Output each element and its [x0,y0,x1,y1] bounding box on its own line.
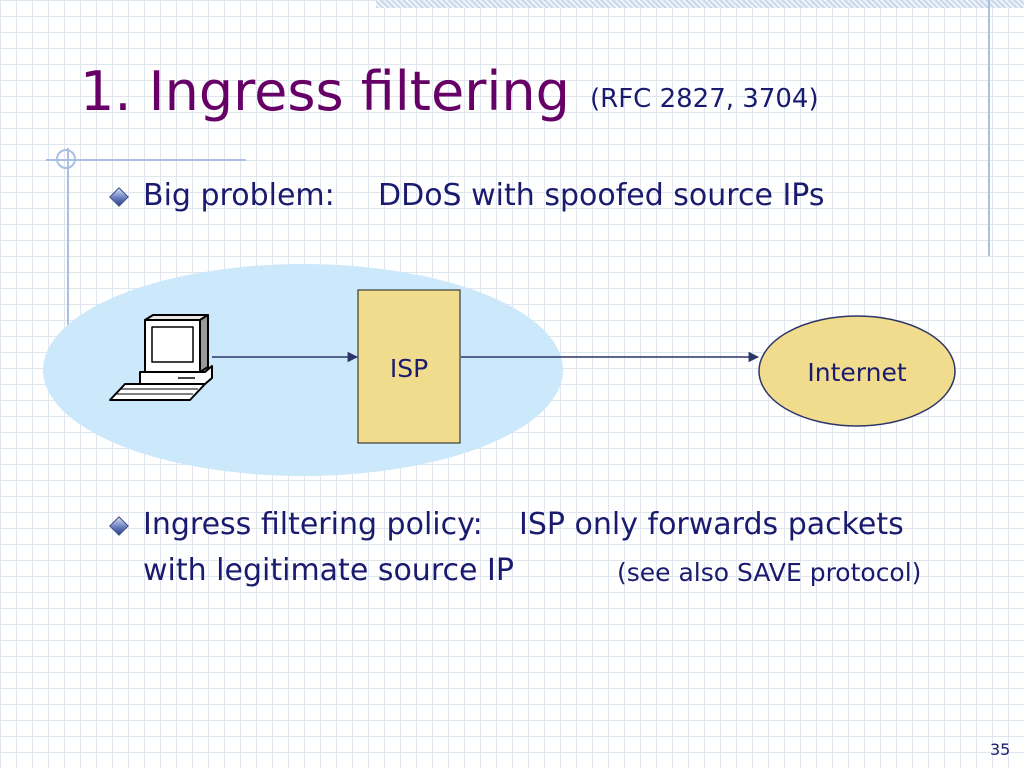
bullet-2-label: Ingress filtering policy: [143,507,483,542]
bullet-1-label: Big problem: [143,178,335,213]
top-decoration-band [376,0,1024,8]
page-number: 35 [990,740,1011,759]
bullet-2-text: ISP only forwards packets [519,507,904,542]
bullet-2-line2: with legitimate source IP [143,553,514,588]
slide-title: 1. Ingress filtering [80,60,570,123]
title-rule-circle [56,149,76,169]
customer-network-ellipse [43,264,563,476]
internet-ellipse [758,315,956,427]
margin-vertical-rule [67,148,69,328]
isp-box [357,289,461,444]
internet-label: Internet [807,358,907,387]
slide-subtitle: (RFC 2827, 3704) [590,84,819,114]
bullet-1-text: DDoS with spoofed source IPs [378,178,825,213]
right-decoration-rule [988,0,990,256]
isp-label: ISP [389,354,429,383]
computer-icon [109,314,213,401]
bullet-2-note: (see also SAVE protocol) [617,558,922,587]
title-underline [46,159,246,161]
